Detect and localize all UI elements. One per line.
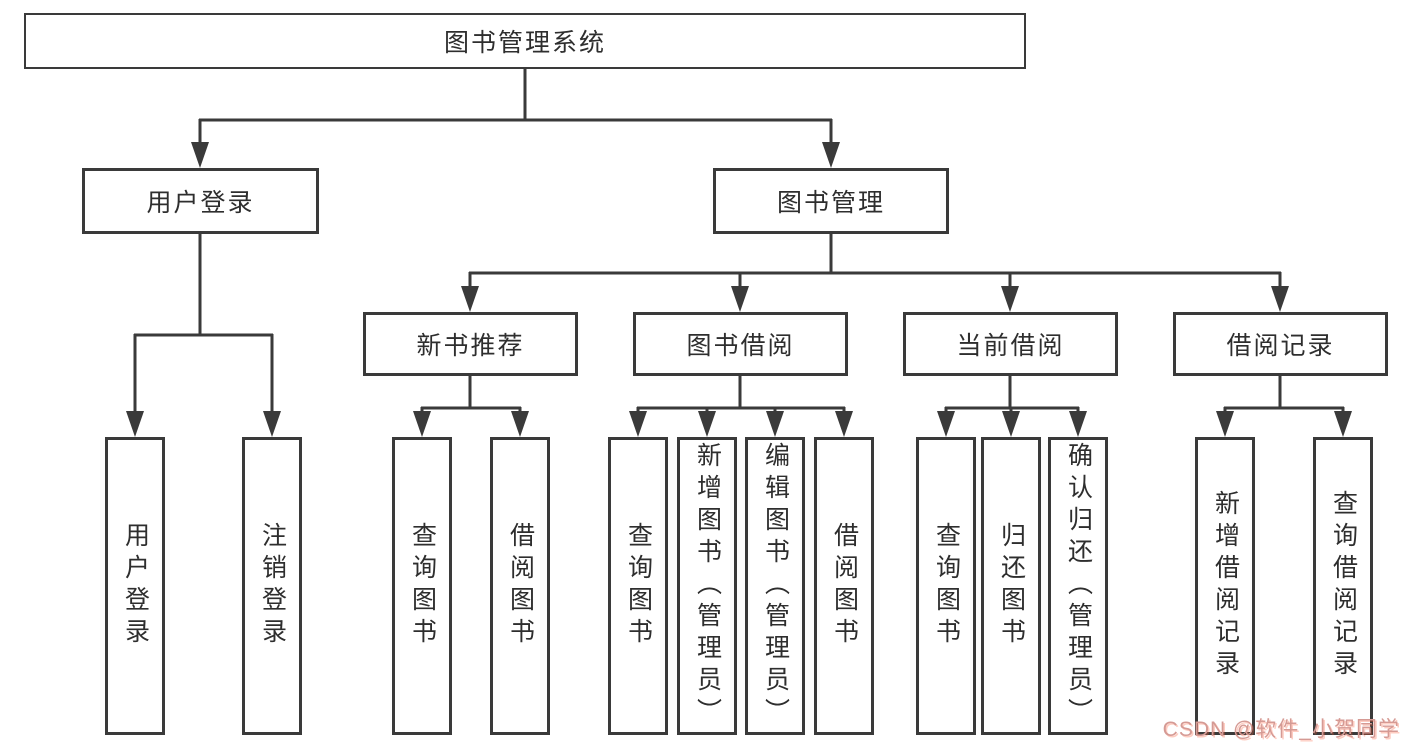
node-new-book-recommendation: 新书推荐 [363, 312, 578, 376]
node-leaf-user-login: 用户登录 [105, 437, 165, 735]
node-label: 归还图书 [997, 522, 1026, 650]
node-book-borrowing: 图书借阅 [633, 312, 848, 376]
node-leaf-query-books-borrow: 查询图书 [608, 437, 668, 735]
node-label: 当前借阅 [956, 332, 1065, 360]
connector-bookmgmt-to-level2 [468, 234, 1282, 290]
node-leaf-query-books-recommend: 查询图书 [392, 437, 452, 735]
arrowhead [731, 286, 749, 312]
node-label: 查询借阅记录 [1329, 490, 1358, 682]
connector-newbook-to-leaves [420, 374, 522, 415]
node-label: 注销登录 [258, 522, 287, 650]
node-label: 确认归还（管理员） [1064, 442, 1093, 730]
node-user-login: 用户登录 [82, 168, 319, 234]
connector-userlogin-to-leaves [133, 234, 274, 415]
node-label: 借阅图书 [506, 522, 535, 650]
arrowhead [835, 411, 853, 437]
arrowhead [263, 411, 281, 437]
node-label: 借阅记录 [1226, 332, 1335, 360]
node-leaf-borrow-books-recommend: 借阅图书 [490, 437, 550, 735]
arrowhead [191, 142, 209, 168]
arrowhead [822, 142, 840, 168]
node-book-management: 图书管理 [713, 168, 949, 234]
node-library-management-system: 图书管理系统 [24, 13, 1026, 69]
node-label: 图书管理 [776, 189, 885, 217]
node-label: 编辑图书（管理员） [761, 442, 790, 730]
node-borrowing-records: 借阅记录 [1173, 312, 1388, 376]
node-label: 图书管理系统 [443, 29, 606, 57]
node-label: 查询图书 [932, 522, 961, 650]
node-label: 查询图书 [408, 522, 437, 650]
arrowhead [461, 286, 479, 312]
arrowhead [511, 411, 529, 437]
connector-borrow-to-leaves [636, 374, 846, 415]
arrowhead [126, 411, 144, 437]
node-leaf-query-books-current: 查询图书 [916, 437, 976, 735]
node-label: 用户登录 [146, 189, 255, 217]
node-label: 新书推荐 [416, 332, 525, 360]
connector-root-to-level1 [198, 69, 833, 146]
arrowhead [1002, 411, 1020, 437]
arrowhead [766, 411, 784, 437]
node-leaf-edit-book-admin: 编辑图书（管理员） [745, 437, 805, 735]
arrowhead [1069, 411, 1087, 437]
node-leaf-add-book-admin: 新增图书（管理员） [677, 437, 737, 735]
node-leaf-query-borrow-record: 查询借阅记录 [1313, 437, 1373, 735]
node-label: 借阅图书 [830, 522, 859, 650]
node-leaf-borrow-books: 借阅图书 [814, 437, 874, 735]
node-leaf-confirm-return-admin: 确认归还（管理员） [1048, 437, 1108, 735]
node-leaf-return-book: 归还图书 [981, 437, 1041, 735]
node-current-borrowing: 当前借阅 [903, 312, 1118, 376]
arrowhead [1001, 286, 1019, 312]
arrowhead [1271, 286, 1289, 312]
arrowhead [1334, 411, 1352, 437]
arrowhead [937, 411, 955, 437]
arrowhead [413, 411, 431, 437]
node-label: 用户登录 [121, 522, 150, 650]
node-label: 图书借阅 [686, 332, 795, 360]
node-leaf-add-borrow-record: 新增借阅记录 [1195, 437, 1255, 735]
node-label: 查询图书 [624, 522, 653, 650]
connector-records-to-leaves [1223, 374, 1345, 415]
arrowhead [629, 411, 647, 437]
node-label: 新增借阅记录 [1211, 490, 1240, 682]
csdn-watermark: CSDN @软件_小贺同学 [1162, 718, 1400, 741]
node-leaf-logout: 注销登录 [242, 437, 302, 735]
arrowheads [126, 142, 1352, 437]
node-label: 新增图书（管理员） [693, 442, 722, 730]
arrowhead [1216, 411, 1234, 437]
connector-current-to-leaves [944, 374, 1080, 415]
arrowhead [698, 411, 716, 437]
